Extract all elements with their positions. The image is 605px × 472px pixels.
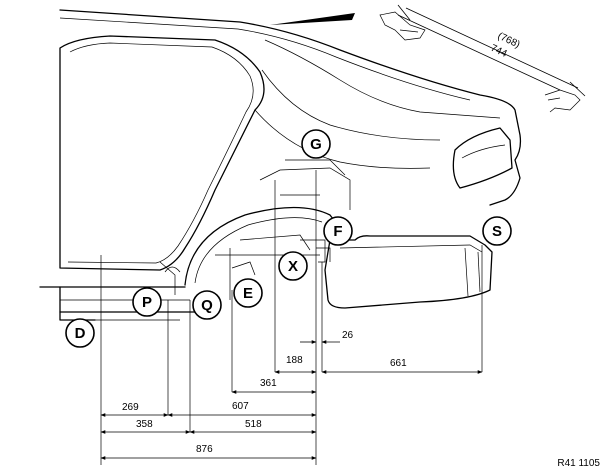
pointer-wedge — [270, 13, 355, 25]
dimension-lines — [100, 170, 483, 465]
svg-text:S: S — [492, 223, 502, 240]
svg-text:P: P — [142, 294, 152, 311]
dim-361: 361 — [260, 378, 277, 389]
callout-p: P — [132, 287, 162, 317]
callout-q: Q — [192, 290, 222, 320]
dim-607: 607 — [232, 401, 249, 412]
svg-text:Q: Q — [201, 297, 213, 314]
svg-text:G: G — [310, 136, 322, 153]
reference-code: R41 1105 — [557, 458, 600, 469]
callout-s: S — [482, 216, 512, 246]
dim-518: 518 — [245, 419, 262, 430]
dim-26: 26 — [342, 330, 354, 341]
callout-d: D — [65, 318, 95, 348]
svg-text:D: D — [75, 325, 86, 342]
dim-876: 876 — [196, 444, 213, 455]
dim-188: 188 — [286, 355, 303, 366]
svg-text:X: X — [288, 258, 298, 275]
svg-text:E: E — [243, 285, 253, 302]
callout-e: E — [233, 278, 263, 308]
svg-text:F: F — [333, 223, 342, 240]
car-body-outline — [39, 9, 522, 321]
dim-661: 661 — [390, 358, 407, 369]
detail-inset — [379, 4, 586, 113]
callout-g: G — [301, 129, 331, 159]
callout-x: X — [278, 251, 308, 281]
callout-f: F — [323, 216, 353, 246]
dim-358: 358 — [136, 419, 153, 430]
dim-269: 269 — [122, 402, 139, 413]
